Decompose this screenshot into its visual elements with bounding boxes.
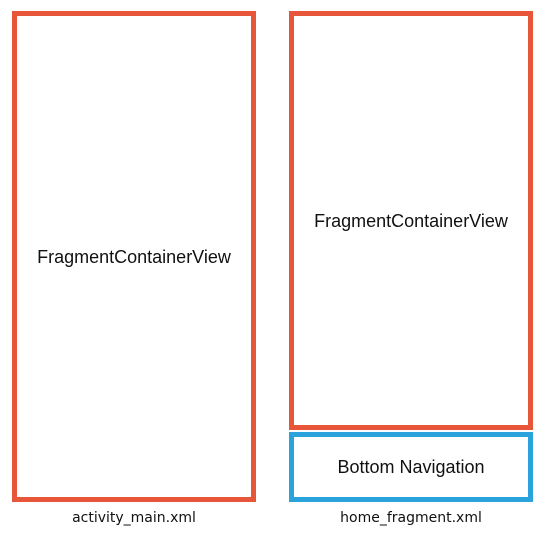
bottom-navigation-label: Bottom Navigation [337,457,485,477]
activity-main-filename: activity_main.xml [72,510,196,526]
bottom-navigation-box: Bottom Navigation [289,432,533,502]
nested-fragment-container-view-label: FragmentContainerView [314,210,508,231]
home-fragment-layout: FragmentContainerView Bottom Navigation [289,11,533,502]
fragment-container-view-label: FragmentContainerView [37,246,231,267]
activity-main-layout: FragmentContainerView [12,11,256,502]
nested-fragment-container-view-box: FragmentContainerView [289,11,533,430]
fragment-container-view-box: FragmentContainerView [12,11,256,502]
home-fragment-filename: home_fragment.xml [340,510,482,526]
